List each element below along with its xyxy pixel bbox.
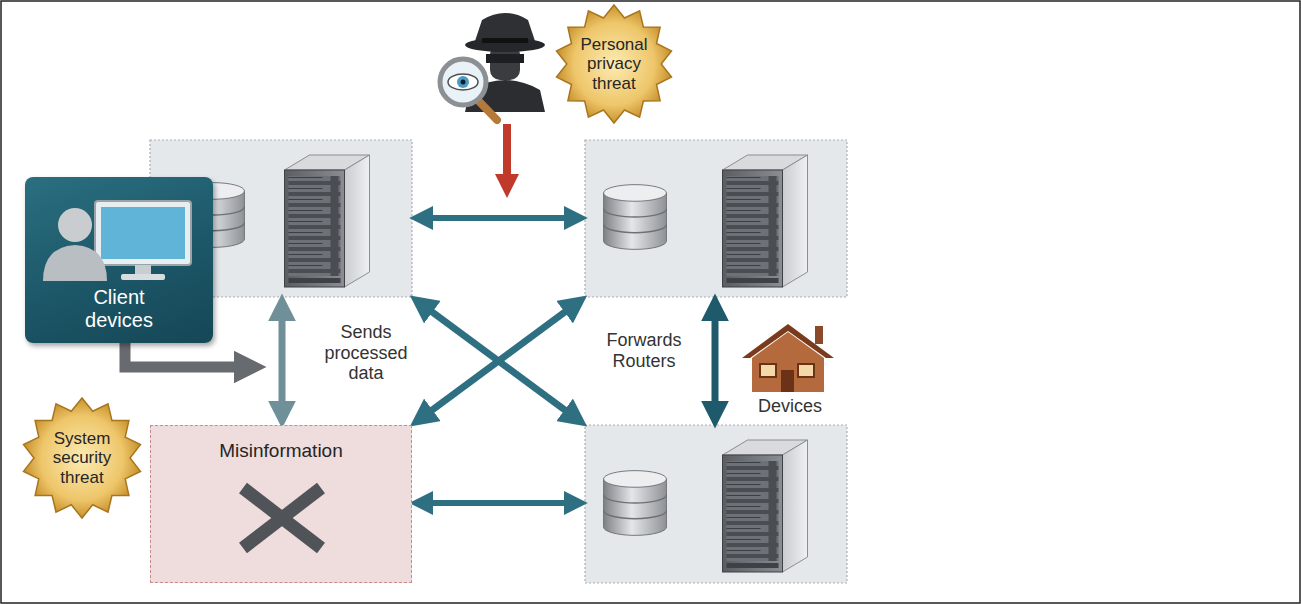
misinformation-box: Misinformation bbox=[150, 425, 412, 583]
link-arrow bbox=[420, 303, 577, 419]
link-arrow bbox=[420, 215, 577, 221]
server-panel bbox=[585, 140, 847, 297]
threat-star: System security threat bbox=[20, 396, 144, 520]
intrusion-arrow bbox=[503, 124, 511, 186]
box-title: Client devices bbox=[69, 286, 169, 331]
database-icon bbox=[604, 185, 667, 250]
spy-icon bbox=[440, 13, 545, 120]
send-arrow bbox=[125, 343, 250, 367]
user-computer-icon bbox=[25, 177, 213, 287]
box-title: Misinformation bbox=[219, 440, 343, 461]
threat-star: Personal privacy threat bbox=[553, 3, 675, 125]
threat-text: Personal privacy threat bbox=[572, 35, 656, 92]
device-label: Devices bbox=[740, 396, 840, 417]
link-arrow bbox=[420, 500, 577, 506]
flow-label: Forwards Routers bbox=[588, 330, 700, 371]
house-icon bbox=[742, 324, 834, 392]
database-icon bbox=[604, 471, 667, 536]
link-arrow bbox=[279, 306, 286, 416]
client-box: Client devices bbox=[25, 177, 213, 343]
server-icon bbox=[285, 155, 370, 287]
server-icon bbox=[723, 440, 808, 572]
server-icon bbox=[723, 155, 808, 287]
flow-label: Sends processed data bbox=[314, 322, 418, 384]
threat-text: System security threat bbox=[40, 429, 124, 486]
link-arrow bbox=[420, 303, 577, 419]
server-panel bbox=[585, 425, 847, 583]
link-arrow bbox=[712, 306, 719, 416]
